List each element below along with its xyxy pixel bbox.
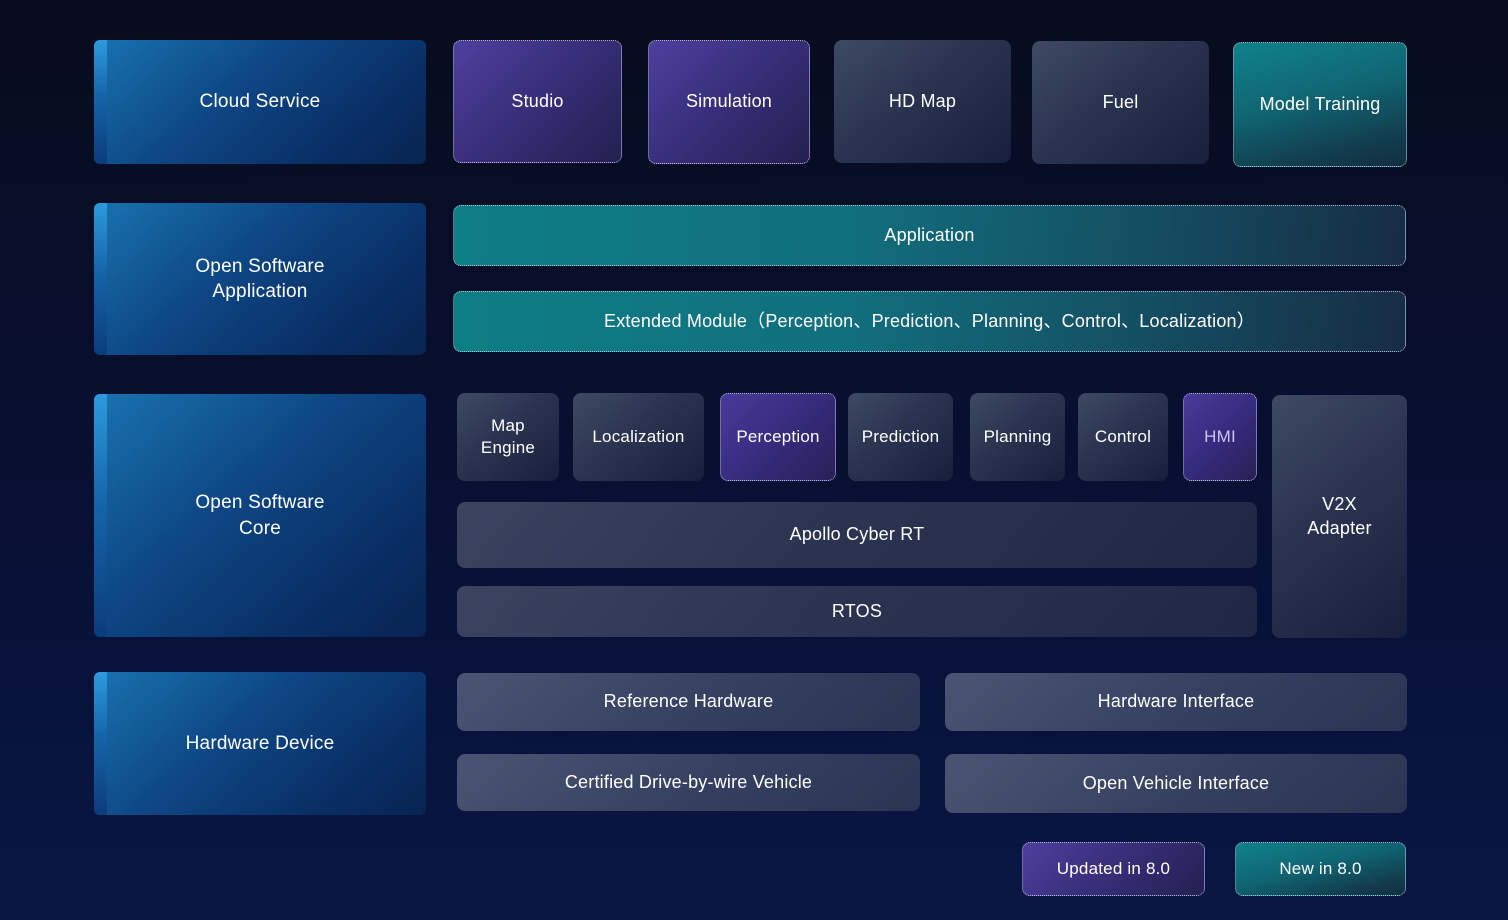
map-engine-box: Map Engine: [457, 393, 559, 481]
legend-updated-badge: Updated in 8.0: [1022, 842, 1205, 896]
reference-hardware-box: Reference Hardware: [457, 673, 920, 731]
fuel-box: Fuel: [1032, 41, 1209, 164]
extended-module-bar: Extended Module（Perception、Prediction、Pl…: [453, 291, 1406, 352]
studio-box: Studio: [453, 40, 622, 163]
open-vehicle-interface-box: Open Vehicle Interface: [945, 754, 1407, 813]
cloud-service-block: Cloud Service: [94, 40, 426, 164]
application-bar: Application: [453, 205, 1406, 266]
rtos-bar: RTOS: [457, 586, 1257, 637]
control-box: Control: [1078, 393, 1168, 481]
planning-box: Planning: [970, 393, 1065, 481]
certified-drive-by-wire-vehicle-box: Certified Drive-by-wire Vehicle: [457, 754, 920, 811]
hardware-device-block: Hardware Device: [94, 672, 426, 815]
model-training-box: Model Training: [1233, 42, 1407, 167]
v2x-adapter-box: V2X Adapter: [1272, 395, 1407, 638]
hardware-interface-box: Hardware Interface: [945, 673, 1407, 731]
hd-map-box: HD Map: [834, 40, 1011, 163]
open-software-core-block: Open Software Core: [94, 394, 426, 637]
perception-box: Perception: [720, 393, 836, 481]
apollo-cyber-rt-bar: Apollo Cyber RT: [457, 502, 1257, 568]
legend-new-badge: New in 8.0: [1235, 842, 1406, 896]
prediction-box: Prediction: [848, 393, 953, 481]
open-software-application-block: Open Software Application: [94, 203, 426, 355]
simulation-box: Simulation: [648, 40, 810, 164]
localization-box: Localization: [573, 393, 704, 481]
hmi-box: HMI: [1183, 393, 1257, 481]
